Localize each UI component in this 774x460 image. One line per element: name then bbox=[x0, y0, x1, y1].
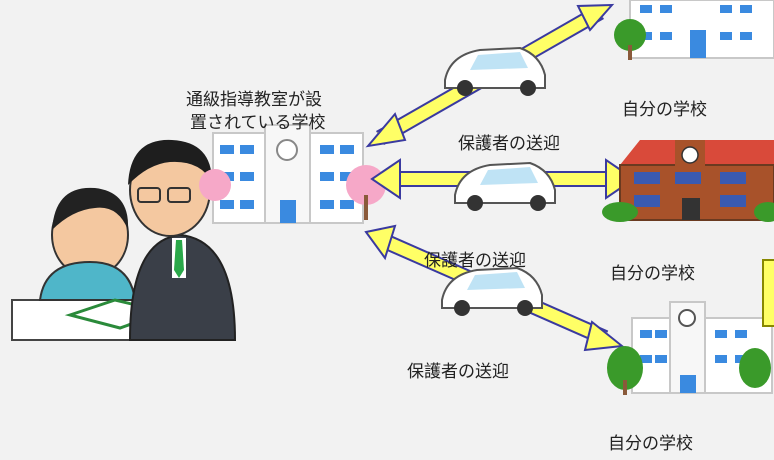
own-school-label-3: 自分の学校 bbox=[608, 434, 693, 454]
center-school-label-line-1: 通級指導教室が設 bbox=[186, 90, 322, 110]
partial-yellow-box bbox=[762, 259, 774, 327]
own-school-label-1: 自分の学校 bbox=[622, 100, 707, 120]
own-school-label-2: 自分の学校 bbox=[610, 264, 695, 284]
car-1 bbox=[444, 46, 546, 96]
center-school-building bbox=[199, 124, 386, 224]
center-school-label-line-2: 置されている学校 bbox=[190, 113, 326, 133]
own-school-building-3 bbox=[607, 301, 773, 395]
own-school-building-2 bbox=[602, 140, 774, 222]
transport-label-1: 保護者の送迎 bbox=[458, 134, 560, 154]
car-2 bbox=[454, 161, 556, 211]
car-3 bbox=[441, 266, 543, 316]
own-school-building-1 bbox=[614, 0, 774, 60]
transport-label-2: 保護者の送迎 bbox=[424, 251, 526, 271]
transport-label-3: 保護者の送迎 bbox=[407, 362, 509, 382]
teacher-student-illustration bbox=[11, 139, 237, 341]
